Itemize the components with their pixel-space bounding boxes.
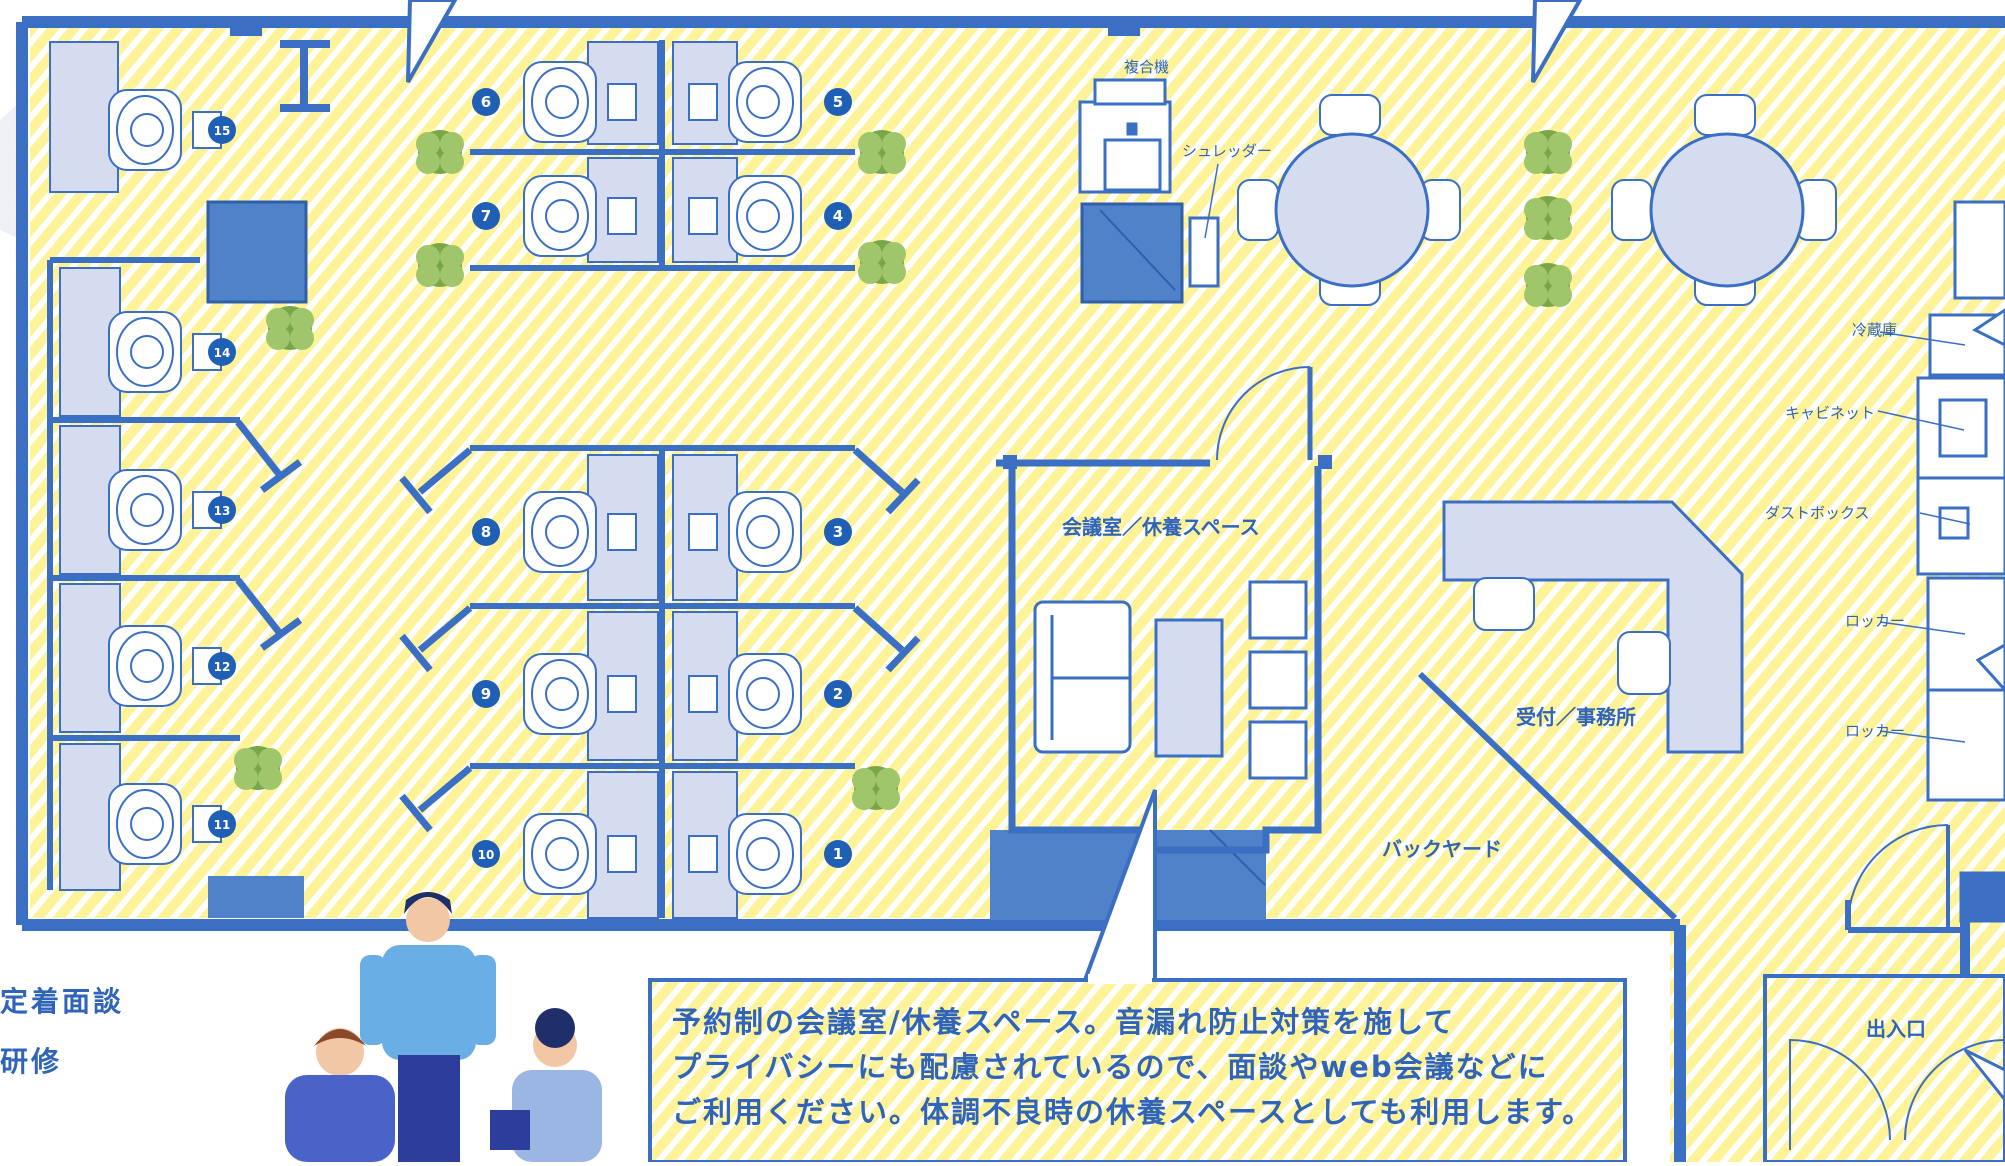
backyard-walls [1417,671,2005,933]
desk-badge-15: 15 [208,116,236,144]
side-text-line2: 研修 [0,1045,63,1078]
entrance [1763,974,2005,1164]
plant-icon [858,240,906,284]
desk-number: 12 [214,660,231,674]
desk-number: 6 [481,93,491,111]
desk-number: 3 [833,523,843,541]
plant-icon [858,130,906,174]
cabinet-label: キャビネット [1785,404,1875,422]
desk-badge-4: 4 [824,202,852,230]
seated-person-icons [108,61,802,895]
desk-badge-5: 5 [824,88,852,116]
desk-number: 1 [833,845,843,863]
pillar-block [206,200,308,304]
plant-icon [1524,130,1572,174]
copier-icon [1078,78,1172,194]
seated-person-icon [688,813,802,895]
plant-icon [416,130,464,174]
desk-number: 4 [833,207,843,225]
sofa-icon [1033,600,1132,754]
dustbox-label: ダストボックス [1765,504,1870,522]
desk-number: 14 [214,346,231,360]
desk-number: 10 [478,848,495,862]
caption-line-2: プライバシーにも配慮されているので、面談やweb会議などに [672,1050,1549,1084]
plant-icon [266,306,314,350]
desk-number: 9 [481,685,491,703]
desk-number: 13 [214,504,231,518]
seated-person-icon [523,175,637,257]
reception-desk [1442,500,1744,754]
seated-person-icon [688,61,802,143]
desk-number: 11 [214,818,231,832]
entrance-label: 出入口 [1866,1017,1926,1041]
seated-person-icon [688,175,802,257]
seated-person-icon [523,813,637,895]
desk-badge-10: 10 [472,840,500,868]
round-table-icon [1611,94,1837,306]
side-text-line1: 定着面談 [0,985,125,1018]
people-illustration [285,892,602,1162]
desk-badge-14: 14 [208,338,236,366]
fridge-label: 冷蔵庫 [1852,321,1897,339]
seated-person-icon [108,469,222,551]
desk-number: 8 [481,523,491,541]
desk-number: 2 [833,685,843,703]
seated-person-icon [523,491,637,573]
meeting-room [996,366,1332,854]
shredder-icon [1188,163,1220,288]
plant-icon [852,766,900,810]
desk-badge-11: 11 [208,810,236,838]
right-wall-units [1916,200,2005,802]
pointer-top-right [1531,0,1583,83]
seated-person-icon [108,783,222,865]
meeting-room-label: 会議室／休養スペース [1062,515,1260,539]
meeting-room-caption: 予約制の会議室/休養スペース。音漏れ防止対策を施して プライバシーにも配慮されて… [672,1000,1612,1135]
desk-number: 7 [481,207,491,225]
desk-badge-12: 12 [208,652,236,680]
desk-badge-9: 9 [472,680,500,708]
copier-label: 複合機 [1124,58,1169,76]
desk-badge-1: 1 [824,840,852,868]
desk-badge-7: 7 [472,202,500,230]
desk-badge-2: 2 [824,680,852,708]
seated-person-icon [523,61,637,143]
locker-label-1: ロッカー [1845,612,1905,630]
desk-badge-13: 13 [208,496,236,524]
seated-person-icon [688,491,802,573]
desk-badge-8: 8 [472,518,500,546]
plant-icon [1524,263,1572,307]
desk-number: 15 [214,124,231,138]
plant-icon [234,746,282,790]
round-table-icon [1237,94,1461,306]
desk-badge-3: 3 [824,518,852,546]
seated-person-icon [688,653,802,735]
plant-icon [1524,196,1572,240]
plant-icons [234,130,1572,810]
plant-icon [416,243,464,287]
backyard-label: バックヤード [1382,837,1502,861]
desk-badge-6: 6 [472,88,500,116]
seated-person-icon [523,653,637,735]
locker-label-2: ロッカー [1845,722,1905,740]
desk-number: 5 [833,93,843,111]
pointer-top-left [406,0,458,83]
reception-label: 受付／事務所 [1516,705,1636,729]
floor-area [30,28,2005,1164]
shredder-label: シュレッダー [1182,142,1272,160]
caption-line-3: ご利用ください。体調不良時の休養スペースとしても利用します。 [672,1095,1594,1129]
caption-line-1: 予約制の会議室/休養スペース。音漏れ防止対策を施して [672,1005,1456,1039]
